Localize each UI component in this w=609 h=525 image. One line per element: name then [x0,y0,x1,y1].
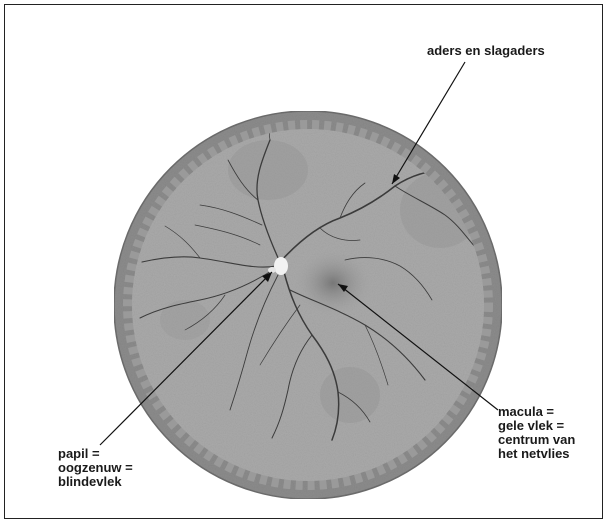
retina-shade [228,140,308,200]
retina-shade [320,367,380,423]
retina-shade [160,300,210,340]
label-papil: papil = oogzenuw = blindevlek [58,447,133,489]
label-vessels: aders en slagaders [427,44,545,58]
optic-disc [274,257,288,275]
label-macula: macula = gele vlek = centrum van het net… [498,405,575,461]
